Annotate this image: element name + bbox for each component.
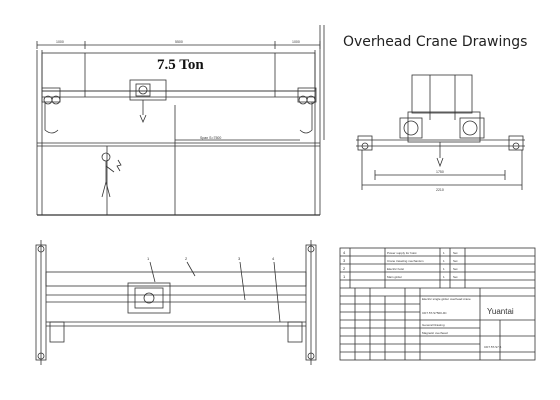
side-dim-outer: 2210	[436, 188, 444, 192]
drawing-subtype: Magnetic overhead	[422, 331, 448, 335]
part-name: Power supply for hoist	[387, 251, 417, 255]
side-elevation	[356, 74, 525, 190]
sheet-code: CD7.5T-S7.5	[484, 345, 502, 349]
part-name: Main girder	[387, 275, 402, 279]
drawing-number: CD7.5T-S7500-9C	[422, 311, 448, 315]
part-unit: Set	[453, 251, 458, 255]
title-block	[339, 247, 536, 361]
part-unit: Set	[453, 259, 458, 263]
plan-callout-4: 4	[272, 256, 275, 261]
part-unit: Set	[453, 275, 458, 279]
page-title: Overhead Crane Drawings	[343, 34, 528, 50]
part-name: Crane traveling mechanism	[387, 259, 424, 263]
front-dim-3: 1000	[292, 40, 300, 44]
part-qty: 1	[443, 267, 445, 271]
part-no: 4	[343, 250, 346, 255]
capacity-label: 7.5 Ton	[157, 57, 204, 73]
span-label: Span S=7500	[200, 136, 221, 140]
part-qty: 1	[443, 259, 445, 263]
front-dim-2: 5500	[175, 40, 183, 44]
drawing-name: Electric single girder overhead crane	[422, 297, 471, 301]
front-elevation	[36, 25, 325, 216]
front-dim-1: 1000	[56, 40, 64, 44]
part-no: 2	[343, 266, 346, 271]
company-name: Yuantai	[487, 307, 514, 316]
part-qty: 1	[443, 275, 445, 279]
plan-callout-2: 2	[185, 256, 188, 261]
part-unit: Set	[453, 267, 458, 271]
part-qty: 1	[443, 251, 445, 255]
part-no: 1	[343, 274, 346, 279]
side-dim-inner: 1750	[436, 170, 444, 174]
plan-callout-1: 1	[147, 256, 150, 261]
part-no: 3	[343, 258, 346, 263]
parts-list: 4 Power supply for hoist 1 Set 3 Crane t…	[343, 250, 458, 279]
drawing-type: General Drawing	[422, 323, 445, 327]
plan-callout-3: 3	[238, 256, 241, 261]
plan-view	[35, 240, 317, 365]
part-name: Electric hoist	[387, 267, 404, 271]
